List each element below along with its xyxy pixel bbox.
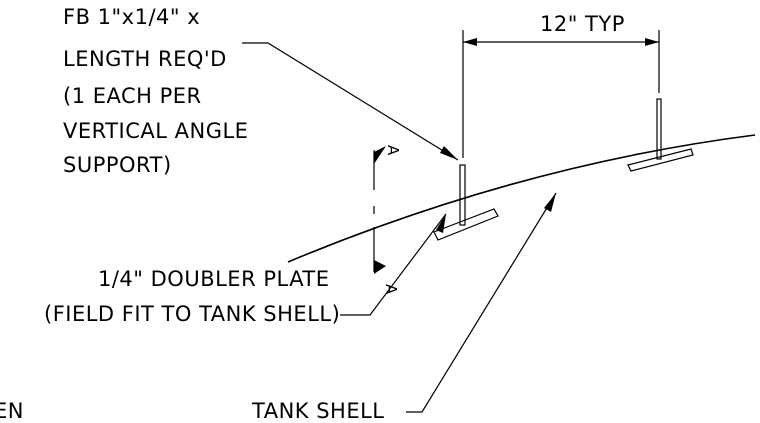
flat-bar-note-line-5: SUPPORT) [63,153,172,177]
doubler-note-line-2: (FIELD FIT TO TANK SHELL) [44,302,340,326]
cut-off-text: EN [0,399,24,423]
doubler-leader-arrow [436,214,446,233]
tank-shell-label: TANK SHELL [251,399,385,423]
dimension-arrow-left [463,38,477,46]
flat-bar-right [656,98,662,160]
doubler-plate-right [627,148,694,172]
section-label-bottom: A [382,284,400,295]
flat-bar-note-line-2: LENGTH REQ'D [63,47,227,71]
section-arrow-bottom [374,260,386,274]
section-label-top: A [384,145,402,156]
tank-shell-curve [287,134,756,263]
flat-bar-left [459,164,466,226]
flat-bar-leader-arrow [440,146,458,160]
doubler-leader [340,213,447,316]
flat-bar-leader [242,42,459,161]
dimension-arrow-right [645,38,659,46]
tank-shell-leader-arrow [544,193,556,212]
doubler-note-line-1: 1/4" DOUBLER PLATE [98,267,330,291]
section-arrow-top [374,146,386,164]
doubler-plate-left [433,208,499,241]
flat-bar-note-line-4: VERTICAL ANGLE [63,119,248,143]
dimension-label: 12" TYP [540,12,625,36]
flat-bar-note-line-1: FB 1"x1/4" x [63,5,200,29]
flat-bar-note-line-3: (1 EACH PER [63,84,202,108]
tank-shell-leader [406,192,557,413]
